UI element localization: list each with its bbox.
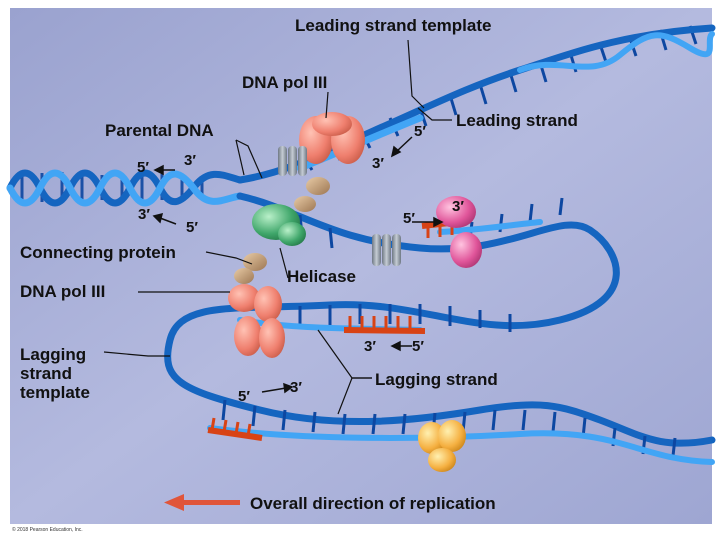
helicase-label: Helicase — [287, 267, 356, 286]
clamp-loader-icon — [252, 204, 306, 246]
leading-strand-template-label: Leading strand template — [295, 16, 492, 35]
mid-fragment-3-prime: 3′ — [364, 338, 376, 355]
parental-5-prime-b: 5′ — [186, 219, 198, 236]
dna-pol-top-label: DNA pol III — [242, 73, 328, 92]
leading-3-prime: 3′ — [372, 155, 384, 172]
mid-fragment-5-prime: 5′ — [412, 338, 424, 355]
direction-arrow-icon — [164, 494, 240, 511]
parental-3-prime-a: 3′ — [184, 152, 196, 169]
upper-fragment-5-prime: 5′ — [403, 210, 415, 227]
leading-strand-label: Leading strand — [456, 111, 578, 130]
leading-5-prime: 5′ — [414, 123, 426, 140]
rna-primers — [207, 219, 459, 441]
parental-dna-helix — [6, 169, 244, 207]
helicase-icon — [278, 146, 401, 266]
leader-lines — [103, 39, 452, 415]
lower-fragment-3-prime: 3′ — [290, 379, 302, 396]
lower-fragment-5-prime: 5′ — [238, 388, 250, 405]
connecting-protein-label: Connecting protein — [20, 243, 176, 262]
overall-direction-label: Overall direction of replication — [250, 494, 496, 513]
dna-polymerase-icon — [299, 112, 365, 164]
dna-pol-left-label: DNA pol III — [20, 282, 106, 301]
copyright-notice: © 2018 Pearson Education, Inc. — [12, 527, 83, 533]
lagging-strand-template-label: Lagging strand template — [20, 345, 90, 403]
dna-polymerase-lagging-icon — [228, 284, 285, 358]
ligase-icon — [418, 420, 466, 472]
lagging-strand-label: Lagging strand — [375, 370, 498, 389]
parental-3-prime-b: 3′ — [138, 206, 150, 223]
parental-5-prime-a: 5′ — [137, 159, 149, 176]
parental-dna-label: Parental DNA — [105, 121, 214, 140]
primase-icon — [436, 196, 482, 268]
connecting-protein-icon — [234, 177, 330, 284]
strand-direction-arrows — [152, 136, 444, 394]
upper-fragment-3-prime: 3′ — [452, 198, 464, 215]
background-panel — [10, 8, 712, 524]
